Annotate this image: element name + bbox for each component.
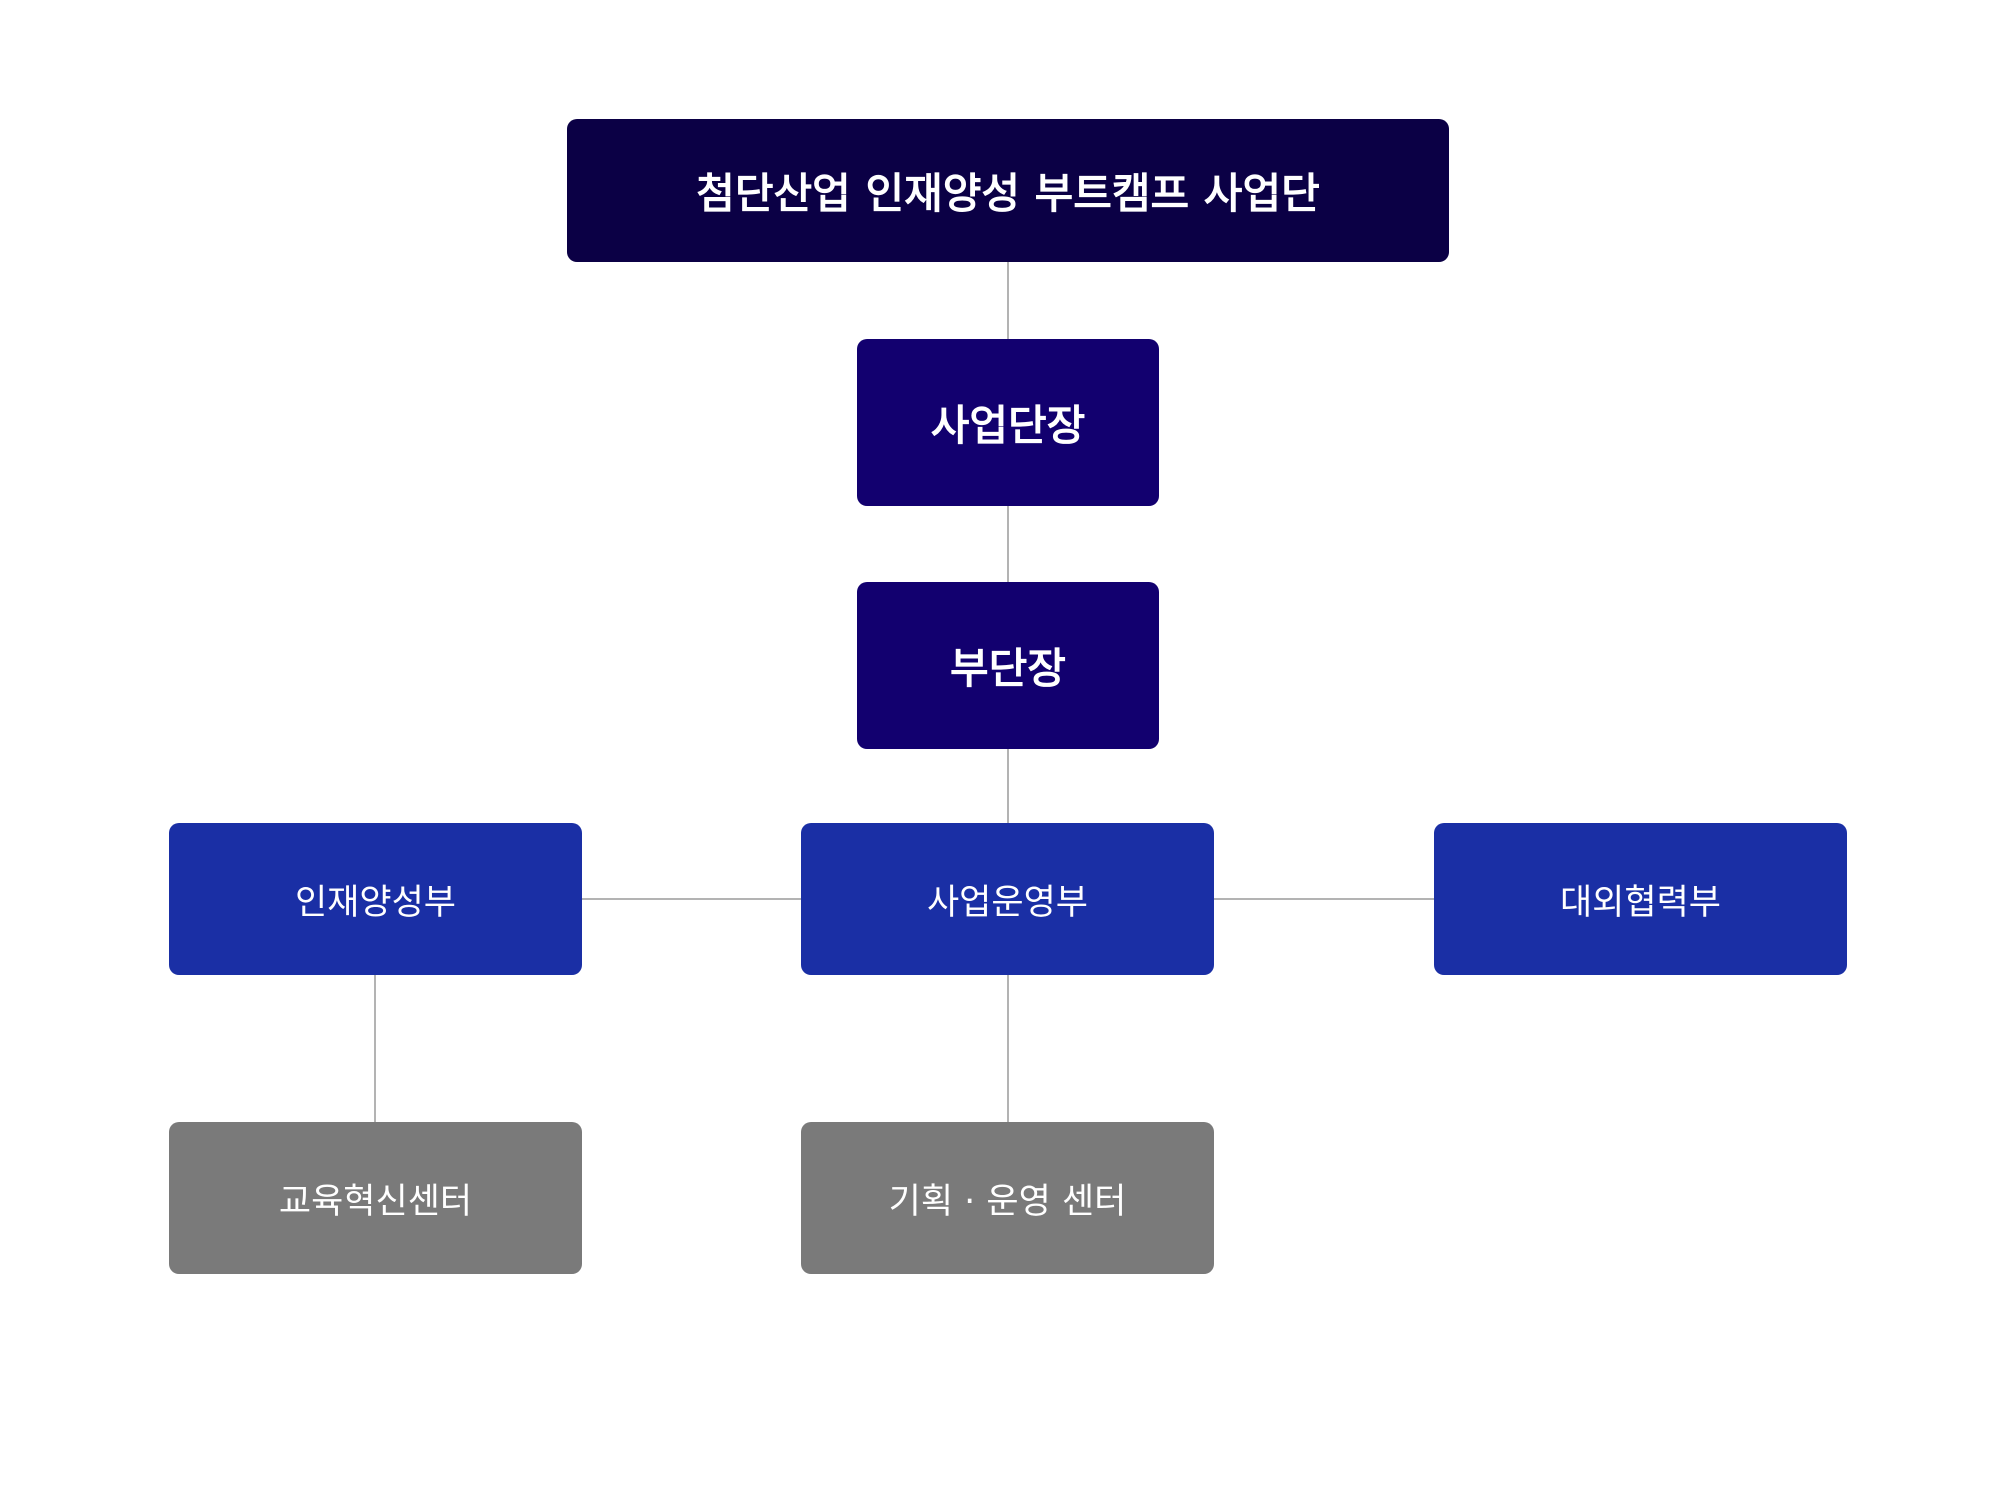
- dept-business-operations-node: 사업운영부: [801, 823, 1214, 975]
- deputy-director-label: 부단장: [950, 644, 1066, 693]
- org-top-label: 첨단산업 인재양성 부트캠프 사업단: [696, 169, 1320, 218]
- deputy-director-node: 부단장: [857, 582, 1159, 749]
- director-label: 사업단장: [930, 401, 1086, 450]
- director-node: 사업단장: [857, 339, 1159, 506]
- center-planning-operations-node: 기획 · 운영 센터: [801, 1122, 1214, 1274]
- center-education-innovation-node: 교육혁신센터: [169, 1122, 582, 1274]
- dept-external-cooperation-label: 대외협력부: [1559, 882, 1721, 923]
- org-top-node: 첨단산업 인재양성 부트캠프 사업단: [567, 119, 1449, 262]
- center-planning-operations-label: 기획 · 운영 센터: [888, 1181, 1127, 1222]
- dept-talent-development-node: 인재양성부: [169, 823, 582, 975]
- center-education-innovation-label: 교육혁신센터: [278, 1181, 473, 1222]
- dept-talent-development-label: 인재양성부: [294, 882, 456, 923]
- dept-business-operations-label: 사업운영부: [926, 882, 1088, 923]
- dept-external-cooperation-node: 대외협력부: [1434, 823, 1847, 975]
